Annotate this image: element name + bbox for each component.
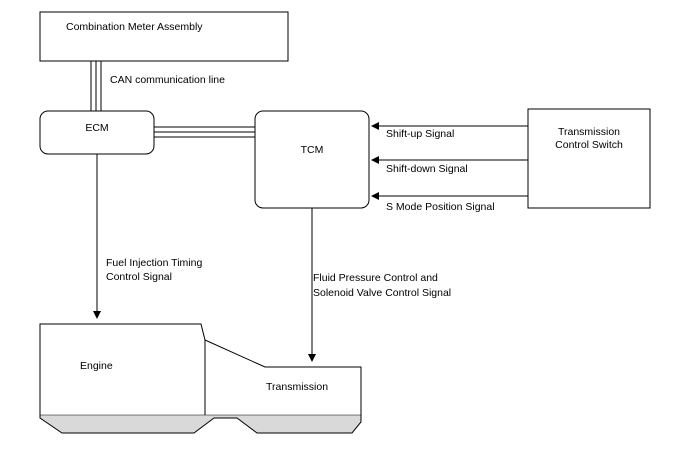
combination-meter-label: Combination Meter Assembly [66,21,203,33]
engine-transmission-outline [39,323,362,434]
switch-label-line1: Transmission [558,126,620,138]
shift-down-signal-label: Shift-down Signal [386,163,468,175]
can-line-label: CAN communication line [110,74,225,86]
s-mode-signal-label: S Mode Position Signal [386,201,495,213]
engine-transmission-band [40,415,361,433]
engine-label: Engine [80,360,113,372]
ecm-label: ECM [85,122,108,134]
ecm-block: ECM [39,110,155,155]
tcm-label: TCM [301,144,324,156]
fluid-signal-label-line1: Fluid Pressure Control and [313,272,438,284]
transmission-control-switch-block: Transmission Control Switch [527,108,651,209]
fuel-signal-label-line2: Control Signal [106,271,172,283]
tcm-block: TCM [254,110,370,209]
fluid-signal-label-line2: Solenoid Valve Control Signal [313,287,451,299]
fuel-signal-label-line1: Fuel Injection Timing [106,257,202,269]
ecm-tcm-bus [154,126,255,138]
shift-up-signal-label: Shift-up Signal [386,128,454,140]
switch-label-line2: Control Switch [555,139,623,151]
transmission-label: Transmission [266,381,328,393]
combination-meter-block: Combination Meter Assembly [39,11,289,62]
can-communication-line [90,61,102,111]
engine-transmission-assembly [39,323,362,434]
